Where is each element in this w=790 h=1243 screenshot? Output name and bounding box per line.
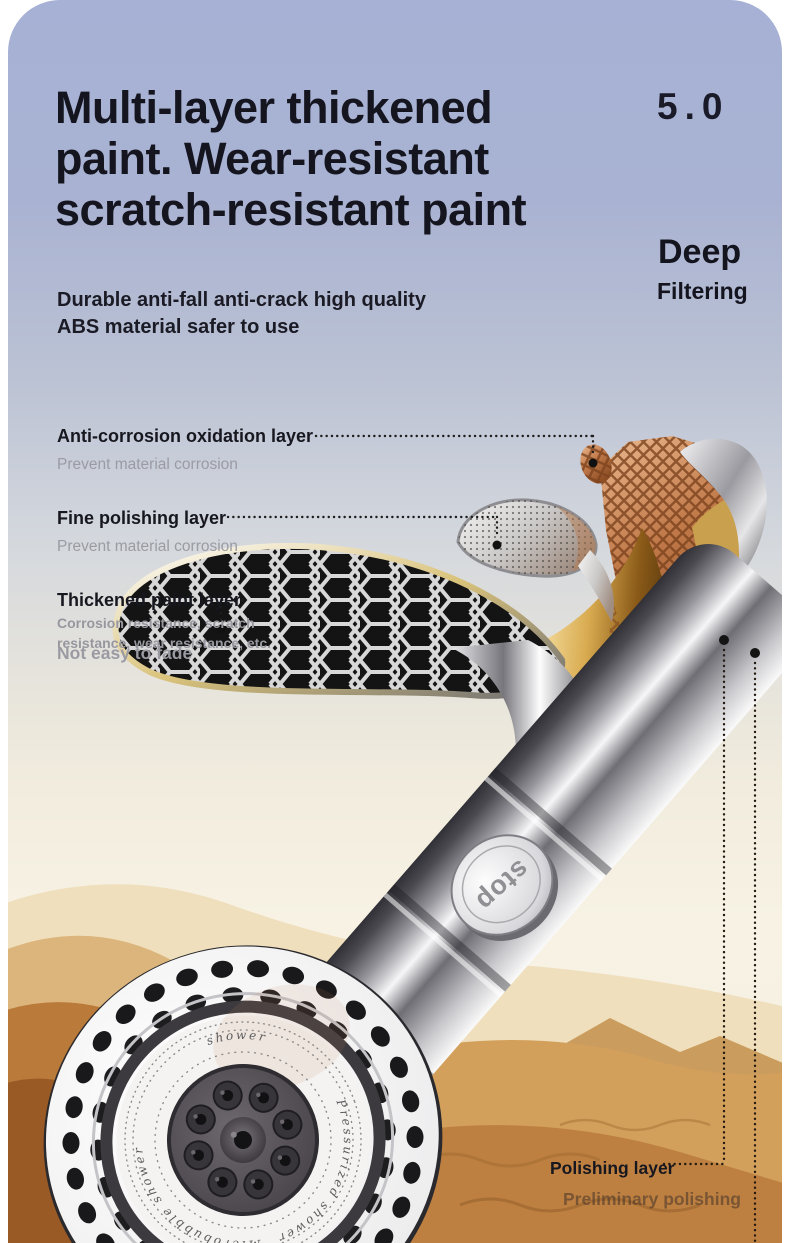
fine-polishing-layer (456, 498, 614, 622)
badge-filtering: Filtering (657, 278, 748, 304)
callout-fine-polishing-label: Fine polishing layer (57, 508, 227, 528)
thickened-paint-desc-line-2: resistance, wear resistance, etc. (57, 635, 272, 651)
subtitle-line-2: ABS material safer to use (57, 316, 300, 338)
rating-value: 5.0 (657, 86, 730, 127)
callout-thickened-paint-label: Thickened paint layer (57, 590, 242, 610)
thickened-paint-desc-line-1: Corrosion resistance, scratch (57, 615, 255, 631)
callout-polishing-desc: Preliminary polishing (563, 1189, 741, 1209)
callout-thickened-paint-desc: Corrosion resistance, scratch resistance… (57, 613, 271, 653)
title-line-3: scratch-resistant paint (55, 184, 527, 235)
callout-thickened-paint-note: Not easy to fade (57, 643, 193, 663)
hub-nozzle-ring (183, 1080, 303, 1200)
callout-anti-corrosion-label: Anti-corrosion oxidation layer (57, 426, 314, 446)
title-line-1: Multi-layer thickened (55, 82, 493, 133)
stop-button: stop (450, 834, 559, 941)
page-title: Multi-layer thickened paint. Wear-resist… (55, 82, 527, 235)
callout-lines (200, 434, 760, 1243)
badge-deep: Deep (658, 233, 742, 271)
product-card: stop Fi (8, 0, 782, 1243)
nozzle-ring-outer (62, 960, 424, 1243)
callout-anti-corrosion-desc: Prevent material corrosion (57, 456, 238, 473)
shower-head: Filter shower Pressurized shower Microbu… (43, 945, 443, 1243)
product-artwork: stop Fi (8, 434, 782, 1243)
callout-fine-polishing-desc: Prevent material corrosion (57, 538, 238, 555)
title-line-2: paint. Wear-resistant (55, 133, 489, 184)
page-subtitle: Durable anti-fall anti-crack high qualit… (57, 287, 426, 341)
callout-polishing-label: Polishing layer (550, 1158, 675, 1178)
subtitle-line-1: Durable anti-fall anti-crack high qualit… (57, 289, 426, 311)
thickened-paint-layer (112, 542, 566, 699)
